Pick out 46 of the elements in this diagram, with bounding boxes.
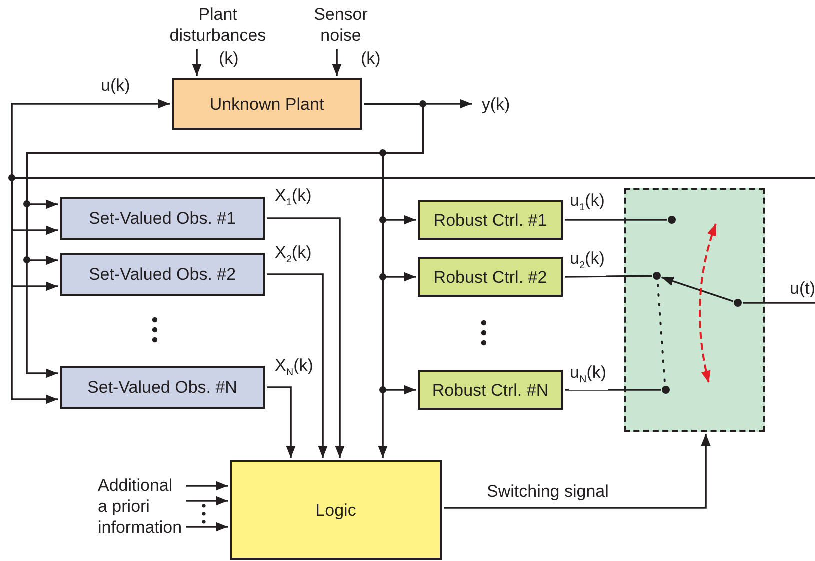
edge-label: u$_{2}$(k) bbox=[569, 249, 606, 276]
edge-label: u(t) bbox=[789, 279, 815, 299]
arrow bbox=[267, 218, 345, 458]
block-label: Robust Ctrl. #N bbox=[432, 380, 549, 400]
controller-block bbox=[418, 370, 563, 410]
contact-dot bbox=[734, 299, 742, 307]
edge-label: u$_{N}$(k) bbox=[569, 363, 608, 390]
connector-line bbox=[565, 389, 661, 391]
arrow bbox=[192, 49, 202, 76]
signal-label: Sensor noise bbox=[303, 3, 379, 47]
arrow bbox=[332, 49, 342, 76]
signal-label: Additional a priori information bbox=[98, 475, 184, 538]
signal-label: Plant disturbances bbox=[160, 3, 276, 47]
signal-index-label: (k) bbox=[218, 49, 240, 69]
arrow bbox=[186, 496, 228, 506]
arrow bbox=[186, 522, 228, 532]
arrow bbox=[444, 434, 711, 509]
observer-block bbox=[60, 253, 265, 296]
block-label: Logic bbox=[316, 500, 356, 520]
block-label: Robust Ctrl. #1 bbox=[434, 210, 548, 230]
block-label: Robust Ctrl. #2 bbox=[434, 266, 548, 288]
block-label: Unknown Plant bbox=[210, 94, 324, 114]
block-label: Set-Valued Obs. #2 bbox=[88, 264, 236, 285]
edge-label: u(k) bbox=[100, 76, 132, 96]
signal-label: y(k) bbox=[474, 92, 518, 116]
controller-block bbox=[418, 200, 563, 240]
contact-dot bbox=[662, 386, 670, 394]
arrow bbox=[186, 481, 228, 491]
logic-block bbox=[230, 460, 442, 560]
arrow bbox=[661, 276, 734, 302]
connector-line bbox=[565, 219, 667, 221]
edge-label: Switching signal bbox=[486, 482, 610, 502]
block-label: Set-Valued Obs. #N bbox=[88, 377, 238, 398]
controller-block bbox=[418, 257, 563, 297]
connector-line bbox=[743, 302, 815, 304]
connector-line bbox=[565, 275, 652, 278]
switch-panel bbox=[624, 188, 765, 432]
observer-block bbox=[60, 197, 265, 240]
signal-index-label: (k) bbox=[360, 49, 382, 69]
block-label: Set-Valued Obs. #1 bbox=[88, 208, 236, 229]
contact-dot bbox=[653, 272, 661, 280]
observer-block bbox=[60, 366, 265, 409]
arrow bbox=[267, 386, 296, 458]
contact-dot bbox=[668, 216, 676, 224]
plant-block bbox=[172, 78, 362, 130]
arrow bbox=[267, 274, 328, 458]
